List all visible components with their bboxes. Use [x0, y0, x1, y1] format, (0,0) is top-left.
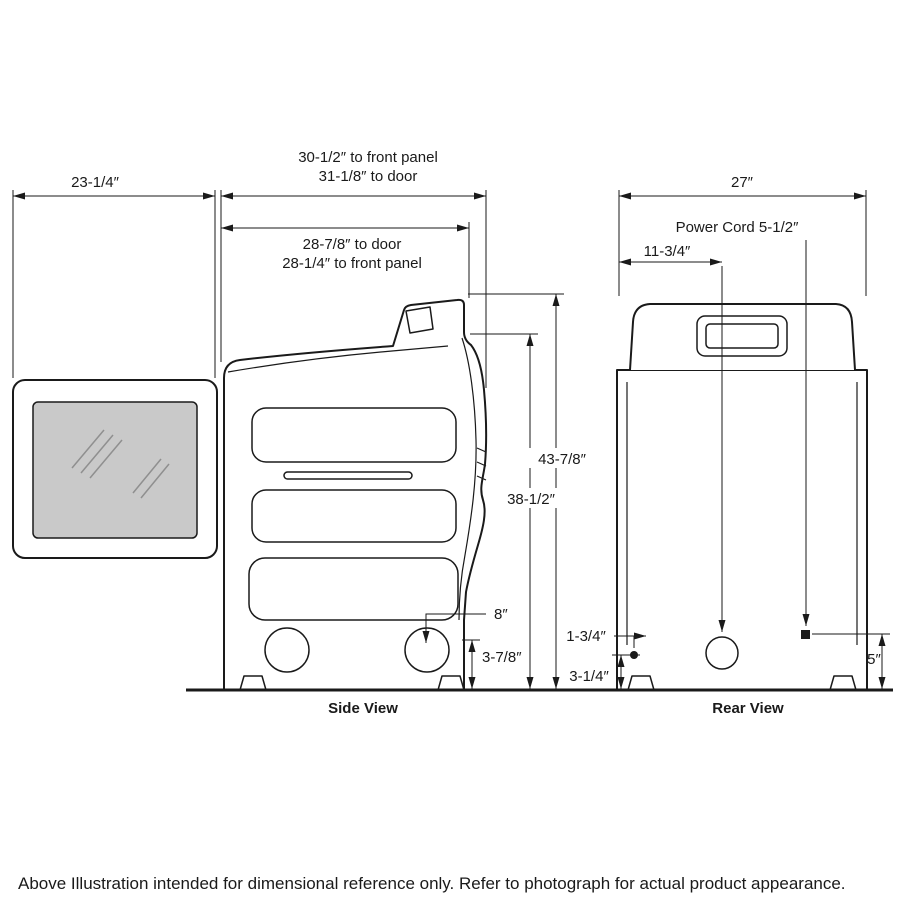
rear-dim-width-label: 27″ — [731, 174, 754, 191]
power-cord-label: Power Cord 5-1/2″ — [676, 219, 800, 236]
rear-dim-cord-offset-label: 11-3/4″ — [644, 243, 691, 260]
side-dim-open-door-label: 23-1/4″ — [71, 174, 120, 191]
side-dim-inner-door-label: 28-7/8″ to door — [303, 236, 402, 253]
side-dim-height-body-label: 38-1/2″ — [507, 491, 556, 508]
console-detail — [405, 306, 434, 334]
side-dim-height-total-label: 43-7/8″ — [538, 451, 587, 468]
rear-cap-cutout-inner — [705, 323, 779, 349]
rear-dim-left-offset-label: 1-3/4″ — [566, 628, 606, 645]
side-view-caption: Side View — [328, 700, 398, 717]
side-panel-recess-3 — [248, 557, 459, 621]
rear-dimension-lines — [612, 190, 890, 689]
side-foot-circle-right — [404, 627, 450, 673]
label-bg — [526, 448, 598, 468]
label-bg — [496, 488, 566, 508]
side-foot-circle-left — [264, 627, 310, 673]
rear-dim-bottom-offset-label: 3-1/4″ — [569, 668, 609, 685]
side-panel-recess-1 — [251, 407, 457, 463]
rear-body — [616, 369, 868, 691]
glass-reflection-lines — [71, 429, 170, 499]
top-seam — [227, 345, 449, 373]
side-view-drawing — [12, 298, 488, 691]
rear-top-cap — [629, 303, 856, 371]
side-dim-top-door-label: 31-1/8″ to door — [319, 168, 418, 185]
rear-view-drawing — [616, 303, 868, 691]
front-edge-ticks — [476, 447, 487, 481]
side-dim-leg-height-label: 3-7/8″ — [482, 649, 522, 666]
front-inner-seam — [458, 337, 477, 621]
side-panel-slot — [283, 471, 413, 480]
power-cord-bracket-square — [801, 630, 810, 639]
side-panel-recess-2 — [251, 489, 457, 543]
rear-cap-cutout-outer — [696, 315, 788, 357]
power-cord-exit-circle — [705, 636, 739, 670]
rear-dim-right-height-label: 5″ — [867, 651, 881, 668]
side-dim-leg-offset-label: 8″ — [494, 606, 508, 623]
footer-note: Above Illustration intended for dimensio… — [18, 874, 846, 893]
side-dim-inner-front-panel-label: 28-1/4″ to front panel — [282, 255, 422, 272]
door-glass-window — [32, 401, 198, 539]
side-body-outline — [223, 298, 488, 691]
side-dim-top-front-panel-label: 30-1/2″ to front panel — [298, 149, 438, 166]
rear-view-caption: Rear View — [712, 700, 784, 717]
